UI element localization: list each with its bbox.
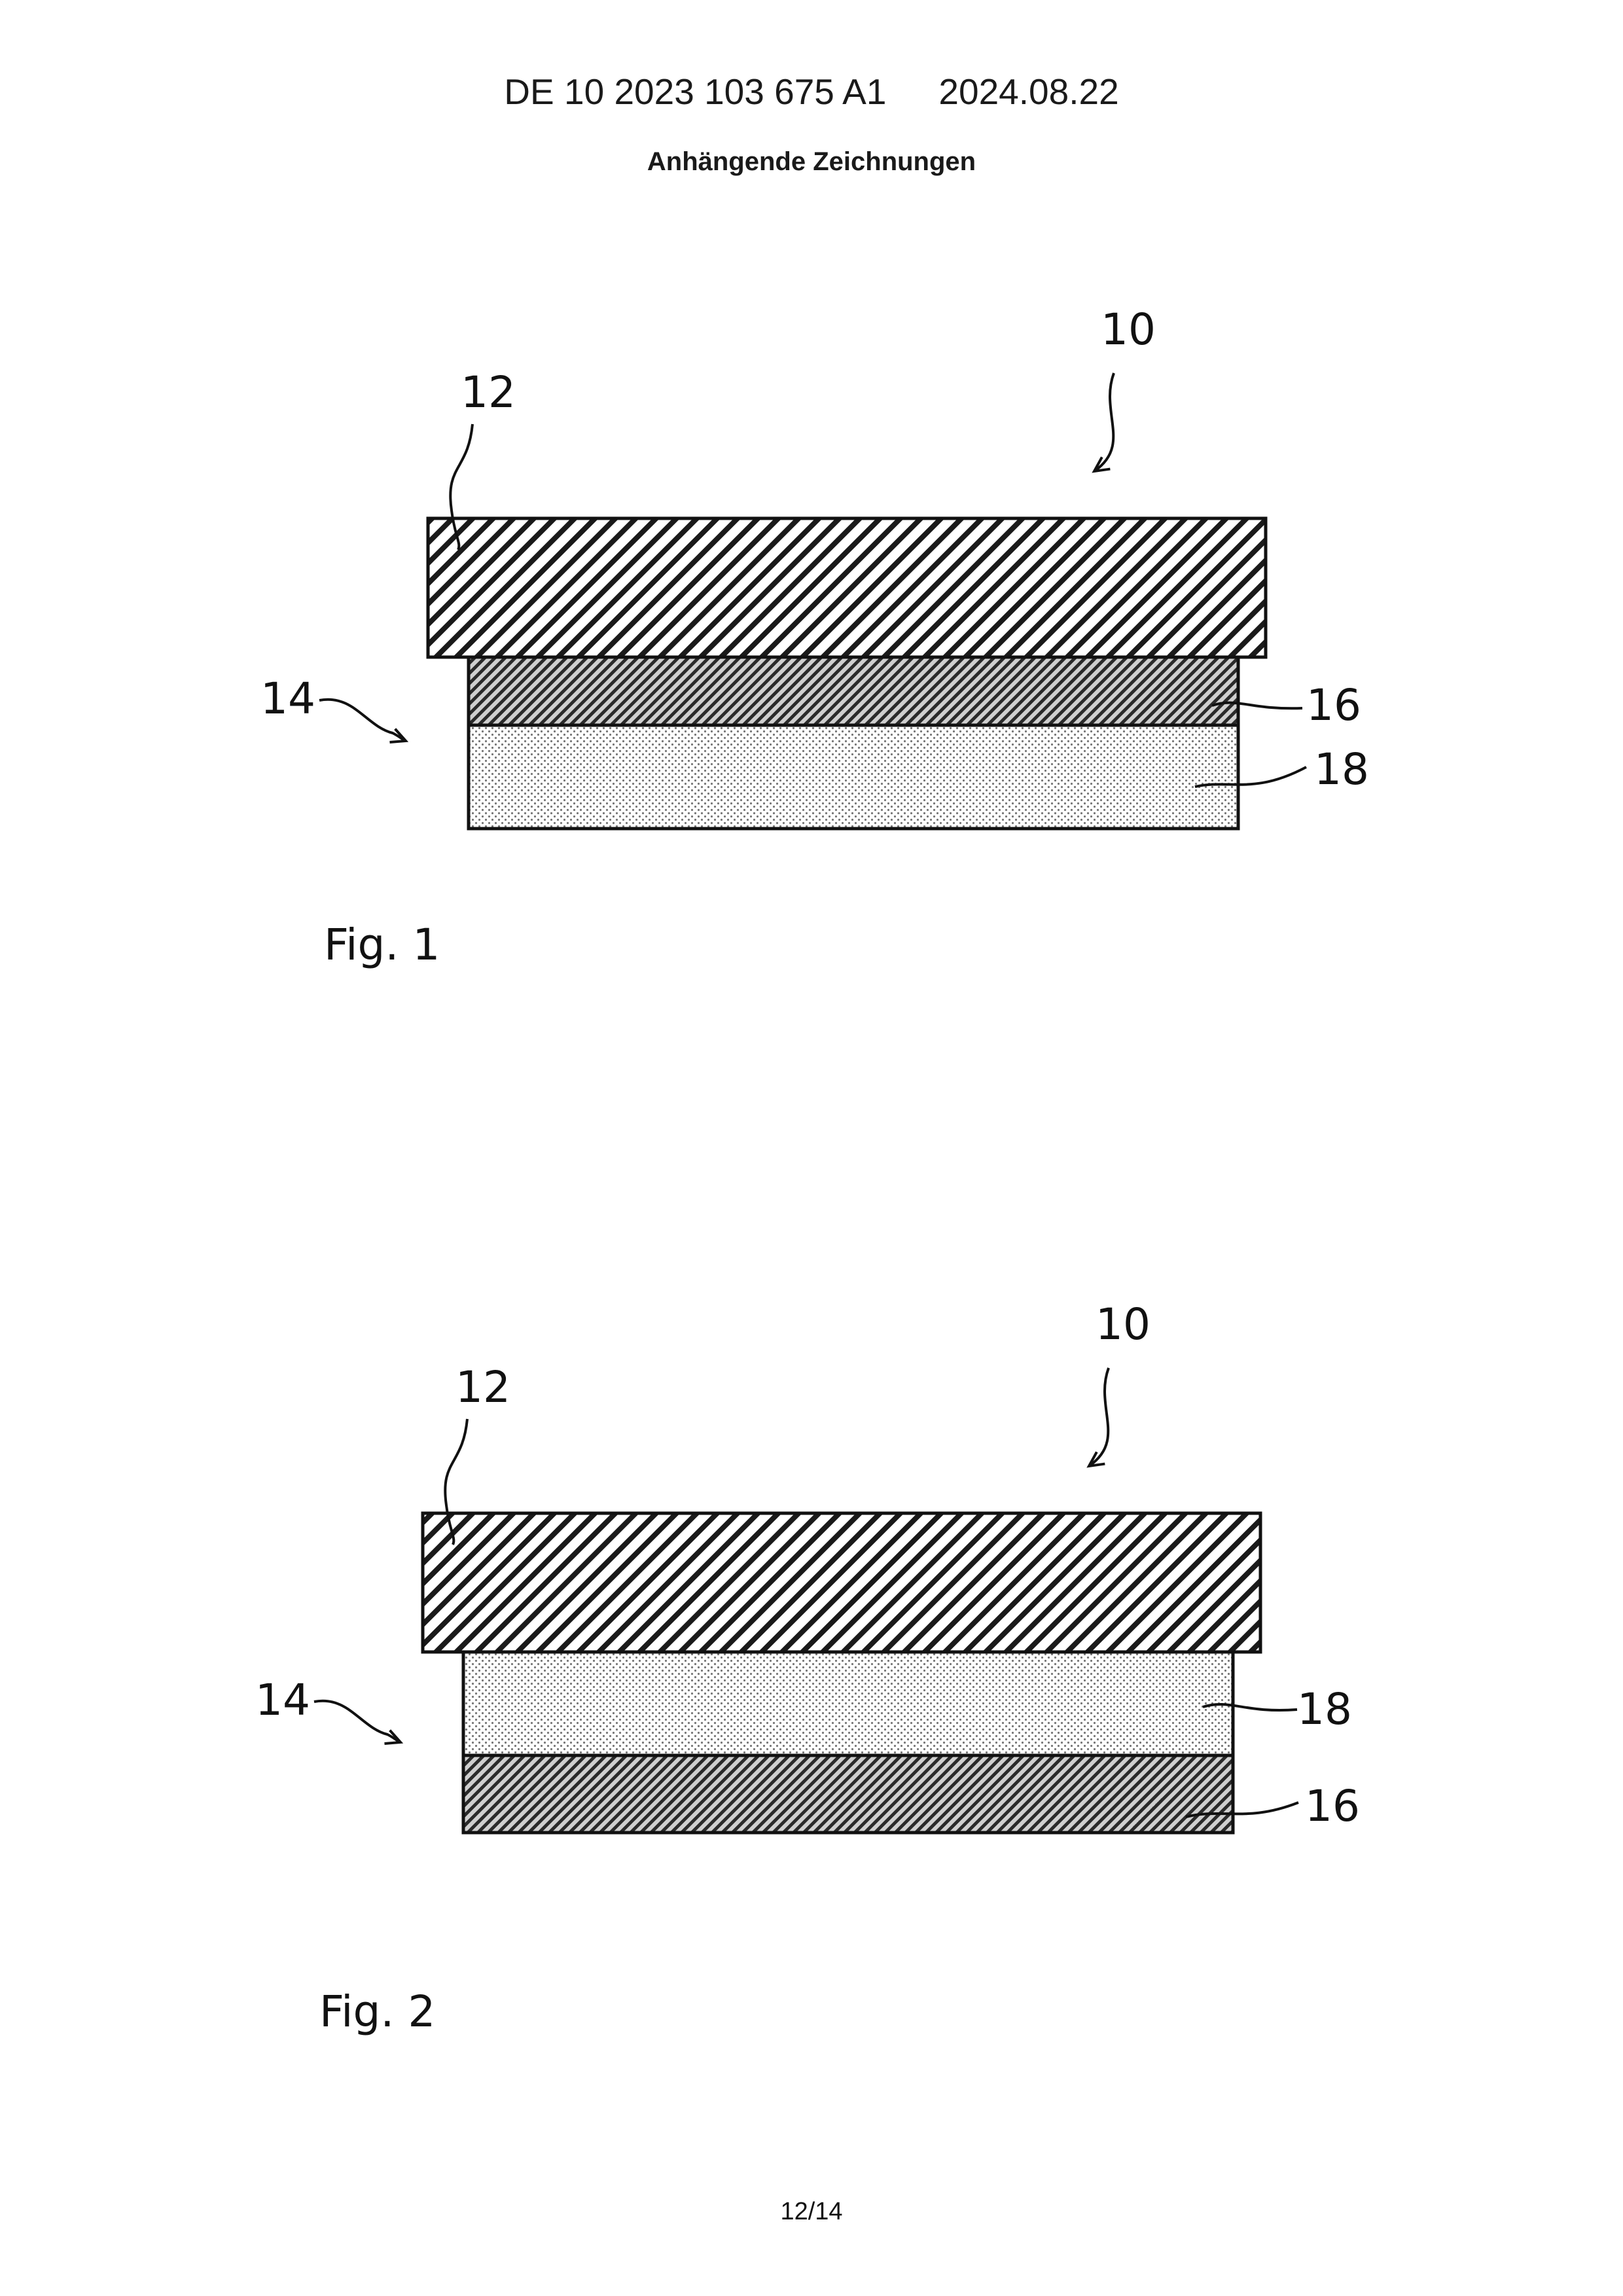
ref-numeral-18: 18 [1314, 744, 1369, 795]
leader-line-14 [314, 1701, 401, 1742]
layer-18 [463, 1652, 1233, 1755]
leader-line-14 [319, 700, 406, 741]
figure-1-caption: Fig. 1 [324, 920, 440, 970]
cover-layer-12 [428, 518, 1266, 657]
ref-numeral-16: 16 [1306, 680, 1361, 730]
page-header: DE 10 2023 103 675 A1 2024.08.22 [0, 71, 1623, 113]
ref-numeral-10: 10 [1096, 1299, 1150, 1350]
layer-16 [463, 1755, 1233, 1833]
publication-date: 2024.08.22 [938, 71, 1118, 112]
leader-line-10 [1089, 1368, 1109, 1466]
ref-numeral-12: 12 [461, 367, 516, 418]
ref-numeral-12: 12 [455, 1362, 510, 1412]
figure-2-drawing: 10 12 14 18 16 [0, 1270, 1623, 1859]
cover-layer-12 [423, 1513, 1260, 1652]
figure-1-drawing: 10 12 14 16 18 [0, 275, 1623, 864]
figure-2-caption: Fig. 2 [319, 1986, 435, 2037]
layer-16 [469, 657, 1238, 725]
ref-numeral-16: 16 [1305, 1781, 1360, 1831]
ref-numeral-10: 10 [1101, 304, 1156, 355]
ref-numeral-14: 14 [255, 1675, 310, 1725]
publication-number: DE 10 2023 103 675 A1 [504, 71, 886, 112]
page-number: 12/14 [0, 2198, 1623, 2226]
layer-18 [469, 725, 1238, 829]
leader-line-10 [1094, 373, 1114, 471]
ref-numeral-14: 14 [260, 673, 315, 724]
section-title: Anhängende Zeichnungen [0, 147, 1623, 177]
ref-numeral-18: 18 [1297, 1684, 1352, 1734]
